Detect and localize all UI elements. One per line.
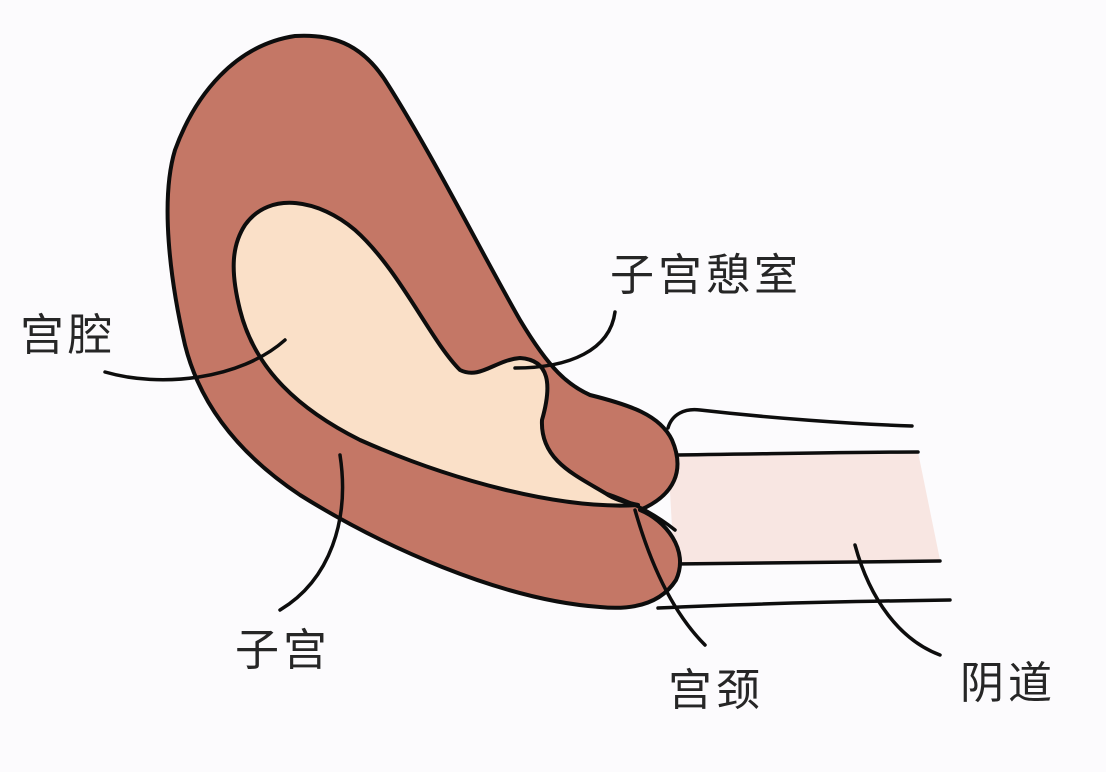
label-cavity: 宫腔 (20, 310, 116, 361)
cavity-leader-line (103, 338, 287, 382)
label-uterus: 子宫 (235, 625, 331, 676)
uterine-cavity (231, 200, 640, 508)
cervical-canal-line (603, 491, 677, 532)
vagina-lower-outer-line (656, 598, 952, 610)
label-cervix: 宫颈 (668, 665, 764, 716)
uterus-leader-line (278, 453, 345, 612)
vagina-leader-line (853, 543, 942, 657)
vagina-upper-outer-line (666, 407, 914, 430)
vagina-tube (668, 452, 940, 564)
vagina-lower-inner-line (672, 559, 942, 566)
vagina-upper-inner-line (666, 450, 920, 457)
cervix-leader-line (633, 508, 707, 647)
label-polyp: 子宫憩室 (610, 250, 802, 301)
label-vagina: 阴道 (960, 658, 1056, 709)
polyp-leader-line (513, 310, 617, 370)
